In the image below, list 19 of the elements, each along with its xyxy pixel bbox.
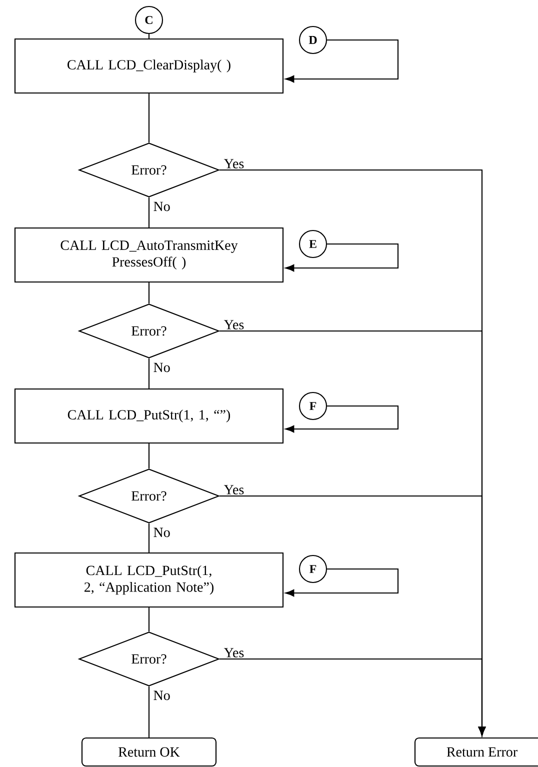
edge-label: No — [154, 202, 170, 212]
edge-label: No — [154, 362, 170, 372]
process-box: CALL LCD_PutStr(1, 1, “”) — [14, 388, 284, 444]
arrow — [285, 39, 399, 83]
edge-label: Yes — [224, 159, 244, 168]
process-box: CALL LCD_ClearDisplay( ) — [14, 38, 284, 94]
edge-label: No — [154, 690, 170, 700]
terminal-box: Return Error — [414, 737, 538, 767]
edge-label: No — [154, 528, 170, 538]
edge-label: Yes — [224, 485, 244, 494]
process-box: CALL LCD_AutoTransmitKey PressesOff( ) — [14, 227, 284, 283]
arrow — [285, 568, 399, 597]
terminal-box: Return OK — [81, 737, 217, 767]
process-box: CALL LCD_PutStr(1, 2, “Application Note”) — [14, 552, 284, 608]
arrow — [220, 658, 486, 736]
edge-label: Yes — [224, 320, 244, 330]
arrow — [285, 405, 399, 433]
arrow — [285, 243, 399, 272]
edge-label: Yes — [224, 648, 244, 658]
